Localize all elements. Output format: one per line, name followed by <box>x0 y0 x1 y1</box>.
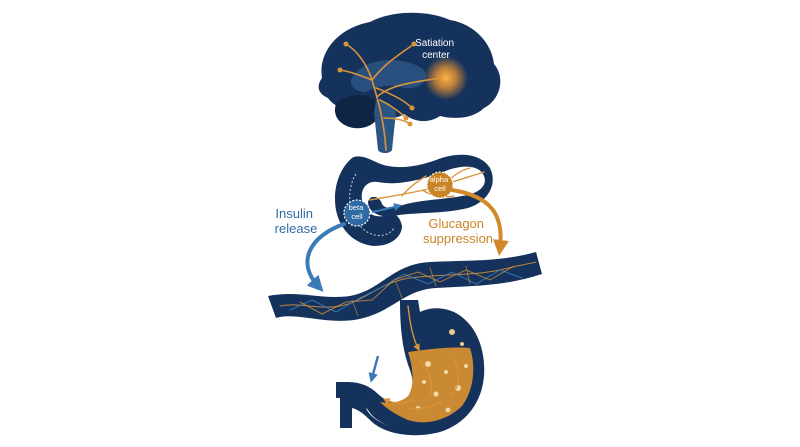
alpha-cell-label: alpha cell <box>430 175 450 193</box>
stomach-contents <box>380 347 474 423</box>
satiation-glow <box>424 56 468 100</box>
pylorus-arrow <box>368 355 380 383</box>
stomach-nerves <box>382 305 459 410</box>
vessel-mesh <box>279 261 537 317</box>
pancreas: beta cell alpha cell <box>334 154 493 246</box>
beta-cell: beta cell <box>343 199 371 227</box>
nerve-endings <box>337 41 417 127</box>
brain-nerves <box>339 43 441 151</box>
beta-cell-label: beta cell <box>349 203 366 221</box>
alpha-cell: alpha cell <box>426 171 454 199</box>
insulin-release-arrow <box>305 222 346 292</box>
stomach <box>336 300 485 436</box>
beta-signal-arrow <box>371 203 402 213</box>
pancreas-body <box>334 154 493 246</box>
brain-cerebellum <box>334 95 381 129</box>
brain: Satiation center <box>318 12 501 153</box>
alpha-cell-circle <box>426 171 454 199</box>
glucagon-suppression-label: Glucagon suppression <box>423 216 493 246</box>
pancreas-border <box>349 173 395 236</box>
satiation-center-label: Satiation center <box>415 38 457 61</box>
blood-vessel <box>268 252 542 321</box>
beta-cell-circle <box>343 199 371 227</box>
glucagon-suppression-arrow <box>450 188 509 256</box>
stomach-particles <box>416 329 468 413</box>
insulin-release-label: Insulin release <box>275 206 318 236</box>
blood-vessel-body <box>268 252 542 321</box>
brain-stem <box>374 100 396 153</box>
